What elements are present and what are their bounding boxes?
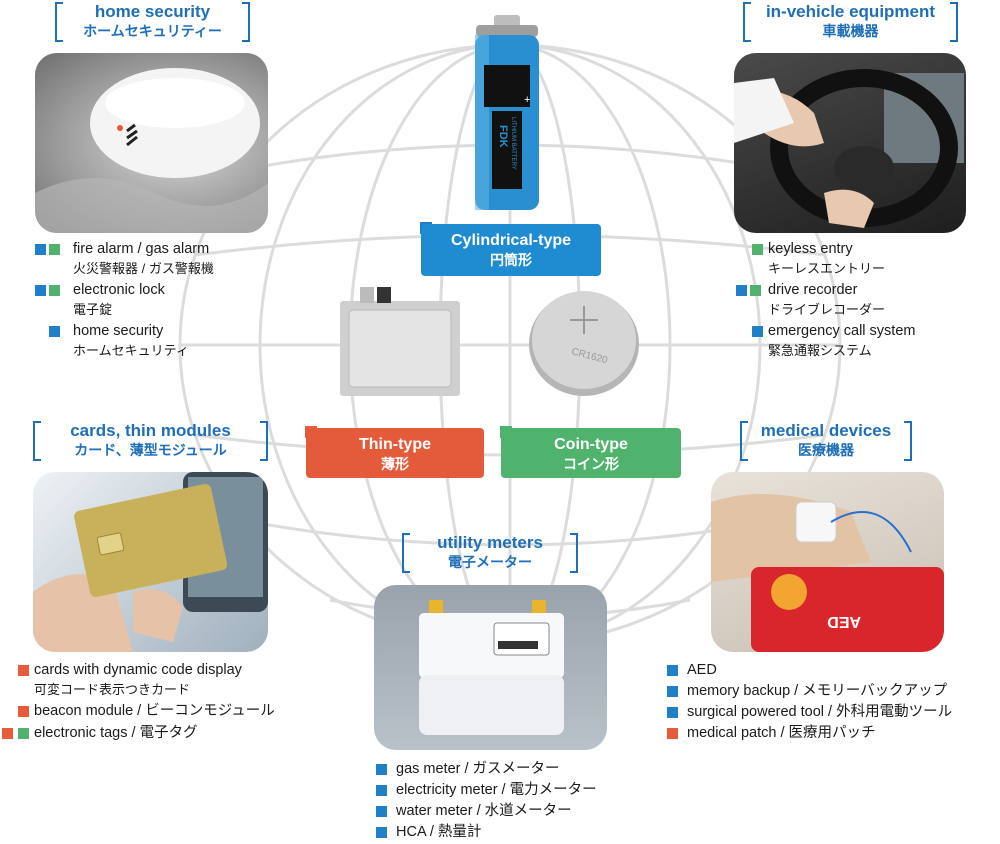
list-item: electronic tags / 電子タグ <box>2 724 318 743</box>
cylindrical-type-badge: Cylindrical-type 円筒形 <box>421 224 601 276</box>
home-security-header: home security ホームセキュリティー <box>55 2 250 42</box>
list-item: emergency call system 緊急通報システム <box>734 322 1000 360</box>
home-security-title-jp: ホームセキュリティー <box>83 23 222 39</box>
gold-card-photo <box>33 472 268 652</box>
utility-title: utility meters <box>437 533 543 552</box>
coin-battery-image: CR1620 <box>527 288 642 398</box>
aed-photo: AED <box>711 472 944 652</box>
list-item: keyless entry キーレスエントリー <box>734 240 1000 278</box>
home-security-title: home security <box>94 2 211 21</box>
list-item: electricity meter / 電力メーター <box>376 781 636 800</box>
coin-type-badge: Coin-type コイン形 <box>501 428 681 478</box>
svg-text:+: + <box>524 94 530 106</box>
steering-wheel-photo <box>734 53 966 233</box>
cylindrical-battery-image: + FDK LITHIUM BATTERY <box>470 15 545 215</box>
cards-header: cards, thin modules カード、薄型モジュール <box>33 421 268 461</box>
aed-label: AED <box>827 613 861 630</box>
in-vehicle-header: in-vehicle equipment 車載機器 <box>743 2 958 42</box>
cards-title-jp: カード、薄型モジュール <box>74 442 227 458</box>
thin-battery-image <box>335 283 465 398</box>
medical-title: medical devices <box>760 421 892 440</box>
list-item: electronic lock 電子錠 <box>35 281 295 319</box>
list-item: water meter / 水道メーター <box>376 802 636 821</box>
in-vehicle-title: in-vehicle equipment <box>765 2 936 21</box>
thin-type-badge: Thin-type 薄形 <box>306 428 484 478</box>
list-item: cards with dynamic code display 可変コード表示つ… <box>18 661 318 699</box>
list-item: memory backup / メモリーバックアップ <box>667 682 1000 701</box>
utility-header: utility meters 電子メーター <box>402 533 578 573</box>
cards-title: cards, thin modules <box>70 421 231 440</box>
list-item: medical patch / 医療用パッチ <box>667 724 1000 743</box>
list-item: surgical powered tool / 外科用電動ツール <box>667 703 1000 722</box>
medical-list: AED memory backup / メモリーバックアップ surgical … <box>667 661 1000 745</box>
medical-title-jp: 医療機器 <box>798 442 854 458</box>
list-item: AED <box>667 661 1000 680</box>
list-item: drive recorder ドライブレコーダー <box>734 281 1000 319</box>
gas-meter-photo <box>374 585 607 750</box>
list-item: home security ホームセキュリティ <box>35 322 295 360</box>
battery-brand: FDK <box>497 125 509 148</box>
list-item: HCA / 熱量計 <box>376 823 636 842</box>
utility-title-jp: 電子メーター <box>448 554 532 570</box>
cards-list: cards with dynamic code display 可変コード表示つ… <box>2 661 318 746</box>
battery-label: LITHIUM BATTERY <box>510 117 516 170</box>
list-item: fire alarm / gas alarm 火災警報器 / ガス警報機 <box>35 240 295 278</box>
utility-list: gas meter / ガスメーター electricity meter / 電… <box>376 760 636 844</box>
in-vehicle-title-jp: 車載機器 <box>822 23 879 39</box>
list-item: beacon module / ビーコンモジュール <box>18 702 318 721</box>
in-vehicle-list: keyless entry キーレスエントリー drive recorder ド… <box>734 240 1000 363</box>
list-item: gas meter / ガスメーター <box>376 760 636 779</box>
smoke-detector-photo <box>35 53 268 233</box>
medical-header: medical devices 医療機器 <box>740 421 912 461</box>
home-security-list: fire alarm / gas alarm 火災警報器 / ガス警報機 ele… <box>35 240 295 363</box>
